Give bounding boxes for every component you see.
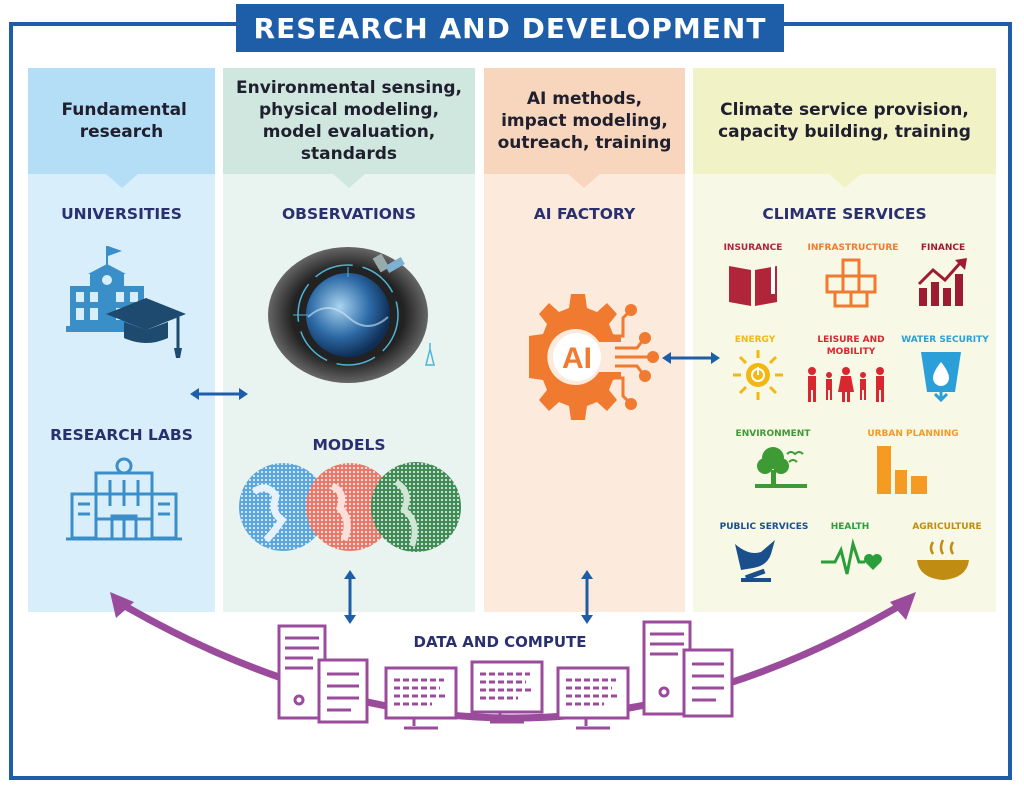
service-label-urban-planning: URBAN PLANNING bbox=[867, 429, 959, 439]
page-title: RESEARCH AND DEVELOPMENT bbox=[236, 4, 784, 52]
service-label-infrastructure: INFRASTRUCTURE bbox=[807, 243, 899, 253]
column-header: Environmental sensing, physical modeling… bbox=[223, 68, 475, 174]
universities-title: UNIVERSITIES bbox=[61, 205, 182, 223]
sun-power-icon bbox=[733, 350, 783, 400]
monitor-icon-3 bbox=[556, 666, 630, 730]
monitor-icon-1 bbox=[384, 666, 458, 730]
column-header-text: Fundamental research bbox=[61, 100, 187, 142]
globe-blue-icon bbox=[239, 463, 327, 551]
double-arrow-ai-climate bbox=[662, 352, 720, 364]
dove-gavel-icon bbox=[735, 540, 775, 582]
model-globes-icon bbox=[239, 462, 461, 552]
header-pointer bbox=[829, 174, 861, 188]
climate-services-title: CLIMATE SERVICES bbox=[762, 205, 927, 223]
column-header: AI methods, impact modeling, outreach, t… bbox=[484, 68, 685, 174]
service-label-agriculture: AGRICULTURE bbox=[912, 522, 982, 532]
server-stack-left-icon bbox=[277, 624, 369, 724]
service-label-water-security: WATER SECURITY bbox=[901, 335, 989, 345]
ai-logo-text: AI bbox=[562, 342, 592, 375]
cubes-icon bbox=[825, 258, 877, 308]
column-climate-services: Climate service provision, capacity buil… bbox=[693, 68, 996, 612]
research-labs-title: RESEARCH LABS bbox=[50, 426, 193, 444]
climate-services-grid: INSURANCE INFRASTRUCTURE FINANCE ENERGY … bbox=[693, 236, 996, 606]
service-label-leisure-mobility: LEISURE AND MOBILITY bbox=[817, 335, 885, 357]
service-label-environment: ENVIRONMENT bbox=[735, 429, 811, 439]
globe-red-icon bbox=[306, 463, 394, 551]
service-label-finance: FINANCE bbox=[920, 243, 966, 253]
bowl-icon bbox=[917, 539, 969, 580]
observations-title: OBSERVATIONS bbox=[281, 205, 417, 223]
service-label-energy: ENERGY bbox=[734, 335, 776, 345]
header-pointer bbox=[333, 174, 365, 188]
globe-green-icon bbox=[371, 462, 461, 552]
service-label-public-services: PUBLIC SERVICES bbox=[719, 522, 809, 532]
column-header: Fundamental research bbox=[28, 68, 215, 174]
service-label-insurance: INSURANCE bbox=[723, 243, 783, 253]
ai-factory-title: AI FACTORY bbox=[533, 205, 636, 223]
book-icon bbox=[729, 264, 777, 306]
double-arrow-universities-observations bbox=[190, 388, 248, 400]
monitor-icon-2 bbox=[470, 660, 544, 724]
column-header-text: Climate service provision, capacity buil… bbox=[718, 100, 971, 142]
university-icon bbox=[66, 246, 186, 358]
header-pointer bbox=[106, 174, 138, 188]
observation-globe-icon bbox=[268, 247, 435, 383]
data-compute-label: DATA AND COMPUTE bbox=[413, 633, 587, 651]
ai-gear-icon: AI bbox=[529, 294, 659, 420]
tree-icon bbox=[755, 447, 807, 488]
double-arrow-models-compute bbox=[344, 570, 356, 624]
research-lab-building-icon bbox=[66, 457, 182, 541]
column-header-text: AI methods, impact modeling, outreach, t… bbox=[497, 89, 672, 153]
column-header: Climate service provision, capacity buil… bbox=[693, 68, 996, 174]
double-arrow-ai-compute bbox=[581, 570, 593, 624]
models-title: MODELS bbox=[312, 436, 386, 454]
column-header-text: Environmental sensing, physical modeling… bbox=[236, 78, 462, 164]
server-stack-right-icon bbox=[642, 620, 734, 718]
graduation-cap-icon bbox=[106, 298, 186, 358]
buildings-icon bbox=[877, 446, 927, 494]
service-label-health: HEALTH bbox=[830, 522, 870, 532]
feedback-cycle-arrow bbox=[110, 592, 916, 722]
column-universities: Fundamental research bbox=[28, 68, 215, 612]
water-drop-icon bbox=[921, 352, 961, 403]
satellite-icon bbox=[372, 253, 405, 273]
growth-chart-icon bbox=[917, 258, 967, 306]
header-pointer bbox=[568, 174, 600, 188]
people-icon bbox=[808, 367, 884, 402]
heartbeat-icon bbox=[821, 538, 882, 575]
